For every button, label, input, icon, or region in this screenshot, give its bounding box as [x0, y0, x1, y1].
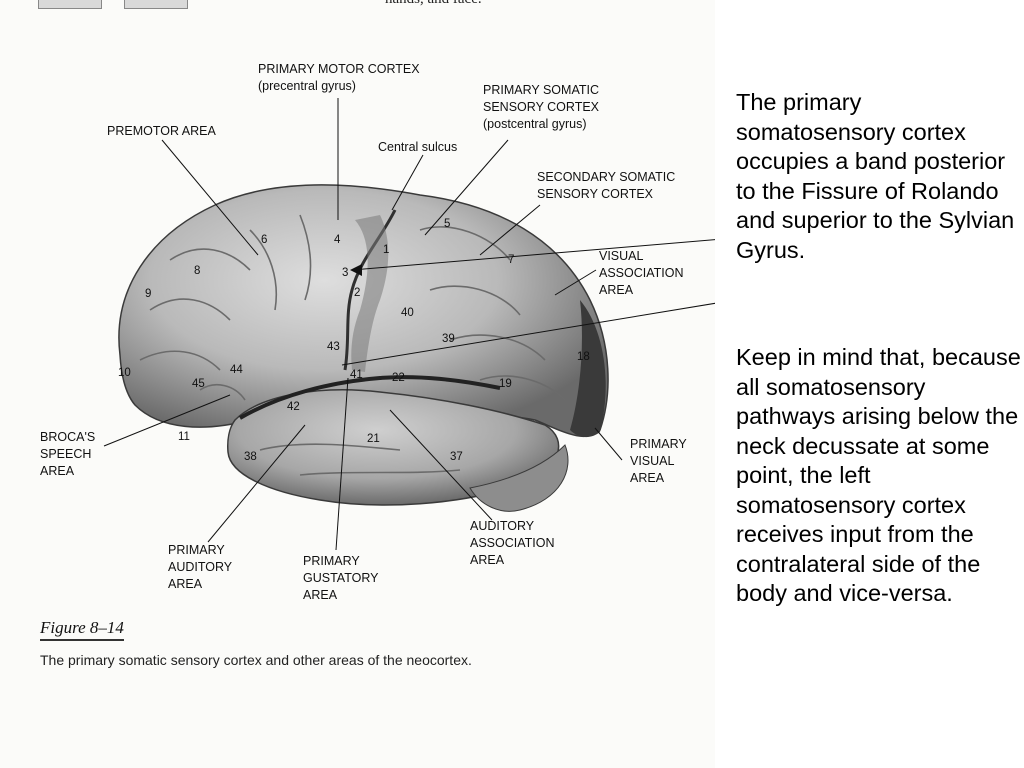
brodmann-number: 43 [327, 341, 340, 353]
brodmann-number: 44 [230, 364, 243, 376]
leader-lines [103, 98, 715, 551]
brodmann-number: 39 [442, 333, 455, 345]
brain-diagram: PRIMARY MOTOR CORTEX (precentral gyrus) … [40, 62, 715, 602]
brainstem-shading [469, 444, 569, 512]
label-premotor-area: PREMOTOR AREA [107, 124, 216, 138]
label-brocas-speech-area: BROCA'S SPEECH AREA [40, 430, 99, 478]
brodmann-number: 22 [392, 372, 405, 384]
brodmann-number: 9 [145, 288, 151, 300]
cropped-header-text: hands, and face. [385, 0, 482, 8]
label-visual-association-area: VISUAL ASSOCIATION AREA [599, 249, 687, 297]
brodmann-numbers: 4 6 5 1 3 2 7 8 9 40 39 43 41 22 44 45 1… [118, 218, 590, 463]
brodmann-number: 21 [367, 433, 380, 445]
label-primary-somatic-sensory-cortex: PRIMARY SOMATIC SENSORY CORTEX (postcent… [483, 83, 603, 131]
brodmann-number: 41 [350, 369, 363, 381]
label-primary-motor-cortex: PRIMARY MOTOR CORTEX (precentral gyrus) [258, 62, 423, 93]
brodmann-number: 42 [287, 401, 300, 413]
brodmann-number: 3 [342, 267, 348, 279]
brodmann-number: 45 [192, 378, 205, 390]
label-primary-auditory-area: PRIMARY AUDITORY AREA [168, 543, 235, 591]
brodmann-number: 2 [354, 287, 360, 299]
arrowhead [350, 264, 362, 276]
label-primary-visual-area: PRIMARY VISUAL AREA [630, 437, 690, 485]
brodmann-number: 10 [118, 367, 131, 379]
gyri-folds [139, 214, 566, 476]
explanation-paragraph-1: The primary somatosensory cortex occupie… [736, 89, 1015, 263]
sylvian-fissure [239, 375, 501, 420]
label-auditory-association-area: AUDITORY ASSOCIATION AREA [470, 519, 558, 567]
brodmann-number: 11 [178, 431, 190, 443]
occipital-pole-shading [570, 300, 606, 438]
somatosensory-strip-shading [351, 215, 389, 372]
brodmann-number: 8 [194, 265, 200, 277]
brodmann-number: 5 [444, 218, 450, 230]
brodmann-number: 6 [261, 234, 267, 246]
cropped-thumbnail-right [124, 0, 188, 9]
brodmann-number: 19 [499, 378, 512, 390]
label-primary-gustatory-area: PRIMARY GUSTATORY AREA [303, 554, 382, 602]
brodmann-number: 37 [450, 451, 463, 463]
brodmann-number: 4 [334, 234, 341, 246]
brodmann-number: 38 [244, 451, 257, 463]
label-central-sulcus: Central sulcus [378, 140, 457, 154]
brodmann-number: 40 [401, 307, 414, 319]
brodmann-number: 1 [383, 244, 389, 256]
label-secondary-somatic-sensory-cortex: SECONDARY SOMATIC SENSORY CORTEX [537, 170, 679, 201]
brodmann-number: 18 [577, 351, 590, 363]
figure-title: Figure 8–14 [40, 618, 124, 641]
explanation-paragraph-2: Keep in mind that, because all somatosen… [736, 344, 1021, 606]
cropped-thumbnail-left [38, 0, 102, 9]
brodmann-number: 7 [508, 254, 514, 266]
figure-caption: The primary somatic sensory cortex and o… [40, 652, 472, 668]
